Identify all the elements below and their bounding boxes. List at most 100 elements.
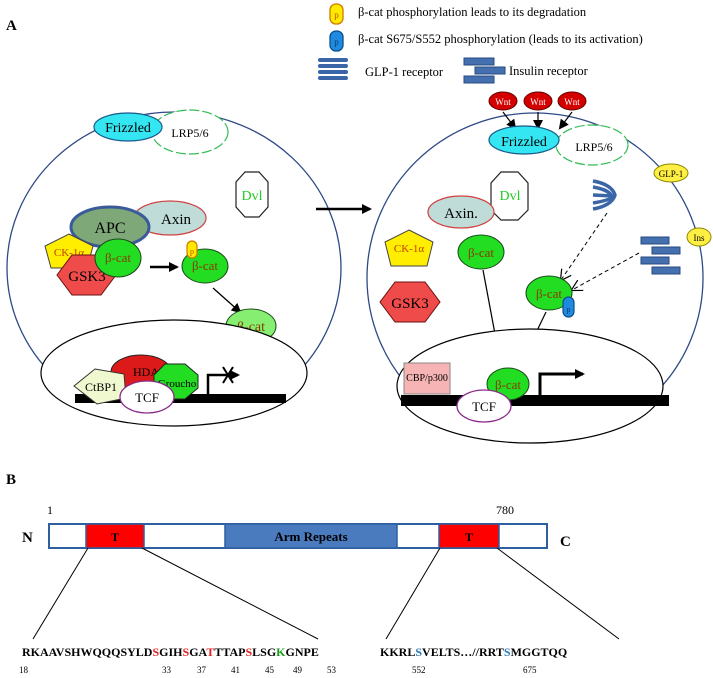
- legend: p β-cat phosphorylation leads to its deg…: [318, 3, 643, 84]
- svg-text:Axin: Axin: [161, 212, 192, 228]
- svg-text:Wnt: Wnt: [564, 97, 580, 107]
- n-terminus-label: N: [22, 530, 33, 546]
- panel-a-label: A: [6, 18, 17, 34]
- left-frizzled-receptor: Frizzled: [93, 112, 163, 142]
- svg-text:Wnt: Wnt: [530, 97, 546, 107]
- right-dna: [401, 395, 669, 406]
- svg-text:T: T: [111, 530, 119, 544]
- wnt-arrow-3: [558, 111, 573, 130]
- sequence-residue-run: MGGTQQ: [511, 645, 568, 659]
- zoom-line-4: [496, 547, 620, 640]
- svg-text:CK-1α: CK-1α: [394, 243, 424, 255]
- sequence-residue-run: S: [245, 645, 252, 659]
- start-position: 1: [47, 503, 53, 517]
- sequence-residue-run: T: [206, 645, 214, 659]
- cbp-p300: [403, 362, 451, 395]
- svg-text:p: p: [334, 10, 339, 20]
- svg-text:LRP5/6: LRP5/6: [575, 140, 612, 154]
- pos-45: 45: [265, 665, 275, 675]
- t-domain-left: [85, 523, 145, 549]
- right-axin: Axin.: [427, 195, 495, 229]
- right-ck1: CK-1α: [384, 229, 434, 267]
- svg-text:β-cat: β-cat: [105, 250, 131, 265]
- svg-text:Ins: Ins: [694, 233, 705, 243]
- right-cell: Wnt Wnt Wnt LRP5/6 Frizzled G: [366, 91, 712, 444]
- svg-text:Dvl: Dvl: [242, 189, 263, 204]
- pos-41: 41: [231, 665, 240, 675]
- arm-repeats-domain: [224, 523, 398, 549]
- sequence-right: KKRLSVELTS…//RRTSMGGTQQ: [380, 645, 567, 659]
- wnt-arrow-1: [502, 111, 517, 130]
- sequence-residue-run: S: [504, 645, 511, 659]
- svg-text:LRP5/6: LRP5/6: [171, 126, 208, 140]
- left-cell: LRP5/6 Frizzled Dvl Axin APC CK-1α: [6, 109, 342, 427]
- t-domain-right: [438, 523, 500, 549]
- transcription-blocked-icon: [222, 366, 234, 384]
- sequence-residue-run: S: [415, 645, 422, 659]
- svg-text:Frizzled: Frizzled: [105, 121, 151, 136]
- arm-repeats-label: Arm Repeats: [274, 529, 347, 544]
- right-insulin-receptor: [640, 236, 681, 275]
- svg-text:Wnt: Wnt: [495, 97, 511, 107]
- degradation-p-badge: [186, 240, 198, 259]
- right-frizzled-receptor: Frizzled: [488, 125, 560, 155]
- legend-degradation-text: β-cat phosphorylation leads to its degra…: [358, 5, 587, 19]
- sequence-residue-run: S: [152, 645, 159, 659]
- insulin-ligand: Ins: [686, 227, 712, 247]
- sequence-residue-run: RKAAVSHWQQQSYLD: [22, 645, 153, 659]
- svg-text:β-cat: β-cat: [192, 258, 218, 273]
- svg-text:β-cat: β-cat: [468, 245, 494, 260]
- left-apc: APC: [69, 205, 151, 249]
- right-nucleus: CBP/p300 β-cat TCF: [396, 328, 669, 444]
- left-bcat-phospho: β-cat p: [181, 240, 229, 284]
- left-axin: Axin: [133, 200, 207, 236]
- sequence-left: RKAAVSHWQQQSYLDSGIHSGATTTAPSLSGKGNPE: [22, 645, 319, 659]
- sequence-residue-run: K: [276, 645, 286, 659]
- pos-675: 675: [523, 665, 537, 675]
- svg-text:p: p: [567, 305, 571, 314]
- glp1-receptor-icon: [318, 58, 348, 80]
- left-bcat-complex: β-cat: [94, 238, 142, 278]
- degradation-arrow: [212, 287, 242, 314]
- sequence-residue-run: GA: [189, 645, 207, 659]
- glp1-ligand: GLP-1: [653, 163, 689, 183]
- svg-text:APC: APC: [94, 220, 125, 237]
- svg-text:Frizzled: Frizzled: [501, 135, 547, 150]
- pos-552: 552: [412, 665, 426, 675]
- phospho-activation-icon: p: [329, 30, 344, 52]
- c-terminus-label: C: [560, 534, 571, 550]
- panel-b-label: B: [6, 472, 16, 488]
- protein-domain-map: 1 780 N C T Arm Repeats T RKAAVSHWQQQSYL…: [19, 503, 620, 675]
- left-tcf-label: TCF: [135, 390, 159, 405]
- sequence-residue-run: VELTS…//RRT: [422, 645, 504, 659]
- right-lrp-receptor: LRP5/6: [555, 124, 629, 166]
- svg-text:GLP-1: GLP-1: [659, 169, 684, 179]
- svg-text:p: p: [334, 37, 339, 47]
- pos-49: 49: [293, 665, 303, 675]
- wnt-ligand-3: Wnt: [557, 91, 587, 111]
- wnt-ligand-1: Wnt: [488, 91, 518, 111]
- zoom-line-1: [32, 547, 89, 640]
- insulin-signal-arrow: [572, 252, 640, 290]
- sequence-residue-run: GNPE: [286, 645, 319, 659]
- activation-p-badge: [562, 296, 575, 318]
- sequence-residue-run: S: [183, 645, 190, 659]
- right-dvl: Dvl: [490, 171, 529, 221]
- right-glp1-receptor: [592, 179, 617, 211]
- left-lrp-receptor: LRP5/6: [151, 109, 229, 155]
- cbp-label: CBP/p300: [406, 373, 448, 384]
- zoom-line-3: [385, 547, 441, 640]
- legend-insulin-text: Insulin receptor: [509, 64, 589, 78]
- svg-text:GSK3: GSK3: [391, 296, 429, 312]
- sequence-residue-run: TTAP: [214, 645, 245, 659]
- legend-glp1-text: GLP-1 receptor: [365, 65, 444, 79]
- pos-53: 53: [327, 665, 337, 675]
- sequence-residue-run: KKRL: [380, 645, 415, 659]
- pos-18: 18: [19, 665, 29, 675]
- right-gsk3: GSK3: [379, 281, 441, 323]
- svg-text:p: p: [190, 247, 194, 256]
- right-bcat-free: β-cat: [457, 234, 505, 270]
- left-dvl: Dvl: [235, 171, 269, 218]
- zoom-line-2: [141, 547, 319, 640]
